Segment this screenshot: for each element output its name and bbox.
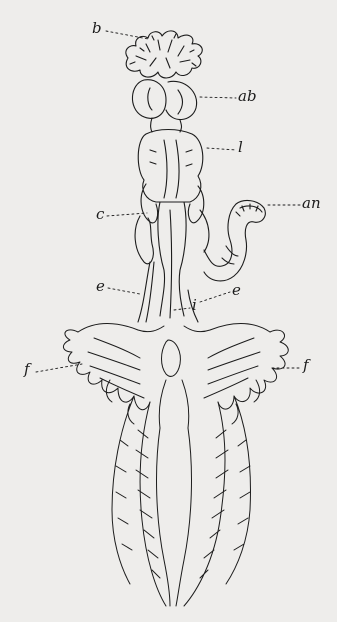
fan-f [63, 324, 288, 607]
label-b: b [92, 21, 102, 36]
label-c: c [96, 207, 104, 222]
label-ab: ab [238, 89, 257, 104]
head-tuft [126, 31, 202, 78]
label-e-right: e [232, 283, 241, 298]
label-f-left: f [24, 362, 30, 377]
label-i: i [192, 298, 197, 313]
appendage-an [204, 201, 265, 281]
label-e-left: e [96, 279, 105, 294]
central-stalk [158, 202, 186, 318]
label-f-right: f [303, 358, 309, 373]
body-l [138, 130, 203, 203]
lateral-arms-e [138, 262, 198, 322]
label-an: an [302, 196, 321, 211]
lobes-ab [132, 80, 196, 120]
label-l: l [238, 140, 243, 155]
